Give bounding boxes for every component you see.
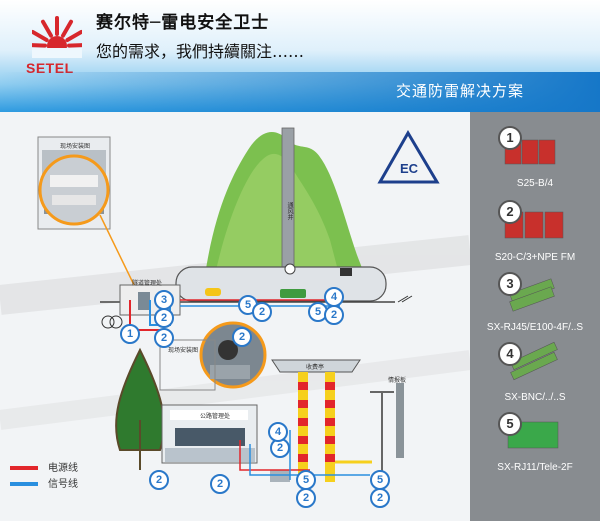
power-line-swatch <box>10 466 38 470</box>
tunnel-office-label: 隧道管理处 <box>132 280 163 287</box>
marker-2: 2 <box>324 305 344 325</box>
product-number-2: 2 <box>498 200 522 224</box>
brand-title: 赛尔特─雷电安全卫士 <box>96 13 270 33</box>
legend-label: 电源线 <box>48 463 78 474</box>
svg-text:EC: EC <box>400 161 419 176</box>
marker-1: 1 <box>120 324 140 344</box>
diagram-area: EC <box>0 112 470 521</box>
office-label: 公路管理处 <box>200 413 231 420</box>
toll-station-label: 收费亭 <box>306 364 325 371</box>
product-label: SX-RJ45/E100-4F/..S <box>486 322 584 333</box>
marker-3: 3 <box>154 290 174 310</box>
logo-text: SETEL <box>26 60 74 76</box>
product-panel: 1 2 3 4 5 S25-B/4 S20-C/3+NPE FM SX-RJ45… <box>470 112 600 521</box>
product-number-5: 5 <box>498 412 522 436</box>
product-label: S20-C/3+NPE FM <box>494 252 576 263</box>
marker-2: 2 <box>154 328 174 348</box>
site-photo-label-top: 现场安装图 <box>60 143 91 150</box>
product-label: S25-B/4 <box>516 178 554 189</box>
legend-signal-line: 信号线 <box>10 475 78 490</box>
signal-line-swatch <box>10 482 38 486</box>
lightning-protection-diagram: EC <box>0 127 470 482</box>
setel-logo-icon <box>32 16 82 58</box>
tunnel-label: 通风井 <box>286 202 293 220</box>
product-number-4: 4 <box>498 342 522 366</box>
product-panel-art <box>504 139 564 449</box>
product-label: SX-RJ11/Tele-2F <box>497 462 573 473</box>
marker-5: 5 <box>370 470 390 490</box>
site-photo-label-bottom: 现场安装图 <box>168 347 199 354</box>
legend-power-line: 电源线 <box>10 459 78 474</box>
legend-label: 信号线 <box>48 479 78 490</box>
marker-2: 2 <box>370 488 390 508</box>
marker-4: 4 <box>324 287 344 307</box>
product-number-1: 1 <box>498 126 522 150</box>
marker-2: 2 <box>296 488 316 508</box>
brand-slogan: 您的需求，我們持續關注…… <box>96 42 305 61</box>
marker-5: 5 <box>296 470 316 490</box>
product-number-3: 3 <box>498 272 522 296</box>
section-title: 交通防雷解决方案 <box>395 82 524 100</box>
marker-2: 2 <box>252 302 272 322</box>
marker-2: 2 <box>232 327 252 347</box>
product-label: SX-BNC/../..S <box>504 392 566 403</box>
header-banner: SETEL 赛尔特─雷电安全卫士 您的需求，我們持續關注…… 交通防雷解决方案 <box>0 0 600 112</box>
ec-logo-icon: EC <box>377 130 440 184</box>
marker-2: 2 <box>210 474 230 494</box>
tree-shape <box>115 347 165 470</box>
monitor-label: 情报板 <box>388 377 407 384</box>
marker-2: 2 <box>154 308 174 328</box>
marker-4: 4 <box>268 422 288 442</box>
marker-2: 2 <box>149 470 169 490</box>
